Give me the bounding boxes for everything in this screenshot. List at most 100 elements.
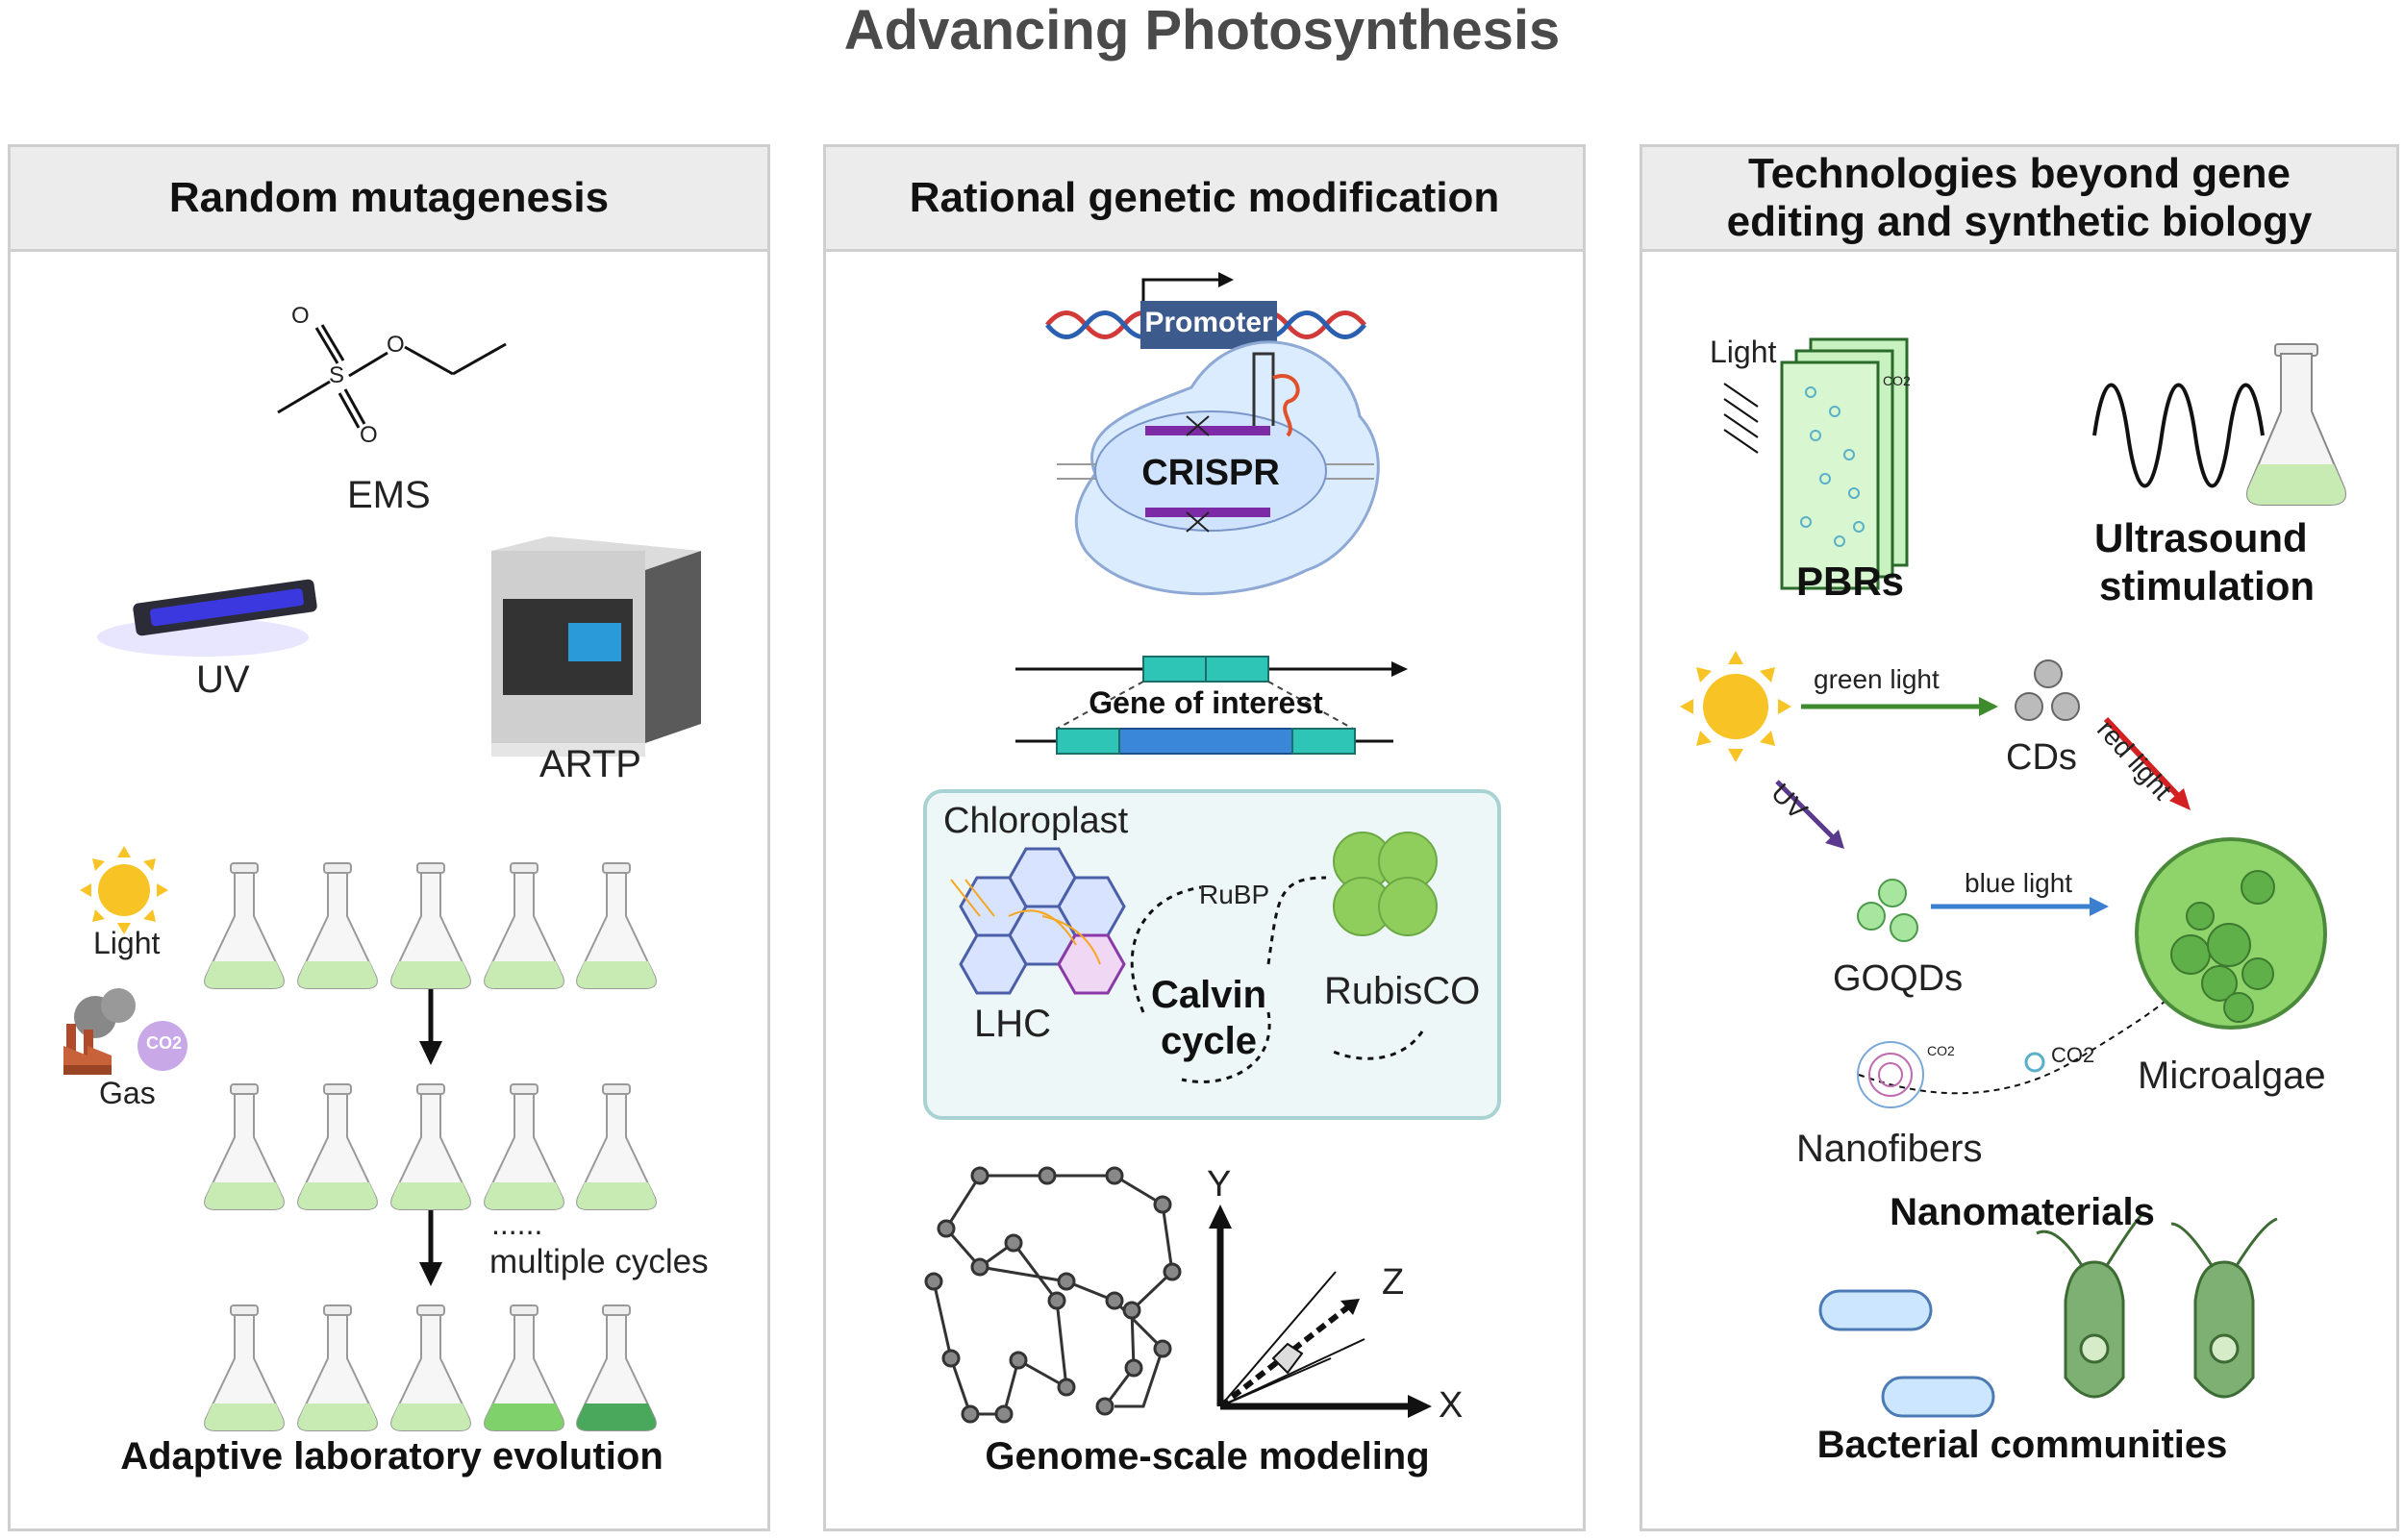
gene-of-interest-icon bbox=[1015, 656, 1408, 755]
flask-icon bbox=[484, 1083, 564, 1210]
ems-atom-o3: O bbox=[387, 332, 405, 358]
light-rays-icon bbox=[1723, 383, 1759, 454]
flask-icon bbox=[484, 1304, 564, 1431]
panel-heading: Random mutagenesis bbox=[11, 147, 767, 252]
gas-label: Gas bbox=[99, 1076, 156, 1110]
panel-footer: Bacterial communities bbox=[1816, 1424, 2228, 1466]
flask-icon bbox=[204, 1304, 285, 1431]
calvin-label: Calvin bbox=[1150, 974, 1267, 1016]
dots-label: ...... bbox=[491, 1206, 543, 1241]
calvin-cycle-arrows-icon bbox=[1130, 876, 1424, 1083]
flask-icon bbox=[204, 862, 285, 989]
flask-icon bbox=[390, 862, 471, 989]
ems-atom-o1: O bbox=[291, 303, 310, 329]
promoter-label: Promoter bbox=[1144, 307, 1273, 338]
goqds-icon bbox=[1857, 879, 1918, 942]
carbon-dots-icon bbox=[2015, 659, 2080, 721]
co2-label: CO2 bbox=[146, 1033, 183, 1053]
cycle-label: cycle bbox=[1160, 1020, 1258, 1062]
flask-icon bbox=[484, 862, 564, 989]
fiber-co2-label: CO2 bbox=[1927, 1043, 1955, 1058]
panel-heading: Rational genetic modification bbox=[826, 147, 1583, 252]
arrow-down-icon bbox=[419, 981, 442, 1286]
flask-grid bbox=[204, 862, 657, 1431]
red-light-arrow-icon bbox=[2103, 716, 2191, 810]
co2-bubble-icon bbox=[2024, 1052, 2045, 1073]
crispr-label: CRISPR bbox=[1141, 453, 1280, 493]
green-light-label: green light bbox=[1814, 664, 1940, 694]
panel-random-mutagenesis: Random mutagenesis bbox=[8, 144, 770, 1531]
axis-x-label: X bbox=[1439, 1385, 1464, 1426]
guide-rna-icon bbox=[1252, 352, 1275, 426]
ems-atom-s: S bbox=[329, 362, 345, 388]
rubisco-icon bbox=[1333, 832, 1438, 936]
nanomaterials-label: Nanomaterials bbox=[1890, 1191, 2155, 1233]
panel-footer: Genome-scale modeling bbox=[985, 1435, 1430, 1478]
pbrs-label: PBRs bbox=[1796, 559, 1905, 604]
artp-label: ARTP bbox=[539, 743, 641, 785]
flask-icon bbox=[204, 1083, 285, 1210]
cds-label: CDs bbox=[2006, 737, 2077, 778]
nanofiber-icon bbox=[1857, 1041, 1924, 1108]
flask-icon bbox=[297, 1083, 378, 1210]
ems-label: EMS bbox=[347, 474, 431, 516]
flask-icon bbox=[390, 1083, 471, 1210]
promoter-box bbox=[1140, 301, 1277, 349]
photon-arrows-icon bbox=[950, 879, 1101, 965]
flask-icon bbox=[297, 1304, 378, 1431]
flask-icon bbox=[390, 1304, 471, 1431]
chloroplast-label: Chloroplast bbox=[943, 801, 1129, 841]
flask-icon bbox=[576, 1304, 657, 1431]
blue-light-arrow-icon bbox=[1931, 897, 2109, 916]
green-algae-cell-icon bbox=[2064, 1260, 2255, 1399]
co2-arrow-icon bbox=[1858, 992, 2172, 1095]
panel-2-artwork bbox=[923, 272, 1501, 1424]
metabolic-network-icon bbox=[924, 1166, 1182, 1424]
cas9-icon bbox=[1094, 410, 1327, 532]
artp-machine-icon bbox=[491, 536, 701, 757]
ultrasound-wave-icon bbox=[2092, 383, 2265, 488]
flask-icon bbox=[576, 1083, 657, 1210]
goqds-label: GOQDs bbox=[1833, 958, 1964, 999]
promoter-arrow-icon bbox=[1141, 278, 1220, 303]
lhc-hexagon-icon bbox=[959, 847, 1126, 995]
nanofibers-label: Nanofibers bbox=[1796, 1128, 1983, 1170]
axis-z-label: Z bbox=[1382, 1262, 1405, 1303]
ems-molecule-icon bbox=[277, 324, 507, 429]
uv-label: UV bbox=[196, 658, 250, 701]
pbr-bubbles-icon bbox=[1800, 386, 1865, 547]
axis-y-label: Y bbox=[1207, 1164, 1232, 1205]
rubisco-label: RubisCO bbox=[1324, 970, 1481, 1012]
bacteria-icon bbox=[1818, 1289, 1995, 1418]
multiple-cycles-label: multiple cycles bbox=[489, 1243, 709, 1280]
blue-light-label: blue light bbox=[1965, 868, 2073, 898]
panel-rational-genetic-modification: Rational genetic modification bbox=[823, 144, 1586, 1531]
green-light-arrow-icon bbox=[1801, 697, 1998, 716]
artp-screen-text: ARTP bbox=[603, 772, 629, 782]
microalgae-icon bbox=[2135, 837, 2327, 1030]
sun-icon bbox=[80, 846, 168, 934]
flux-axes-icon bbox=[1209, 1205, 1432, 1418]
panel-technologies-beyond: Technologies beyond gene editing and syn… bbox=[1640, 144, 2399, 1531]
co2-bubble-icon bbox=[138, 1021, 188, 1071]
sun-icon bbox=[1680, 651, 1791, 762]
pbr-co2-label: CO2 bbox=[1883, 373, 1911, 388]
flask-icon bbox=[576, 862, 657, 989]
uv-arrow-icon bbox=[1775, 780, 1844, 849]
gene-of-interest-label: Gene of interest bbox=[1089, 685, 1323, 720]
microalgae-label: Microalgae bbox=[2138, 1055, 2326, 1097]
ultrasound-label-1: Ultrasound bbox=[2094, 515, 2308, 560]
panel-footer: Adaptive laboratory evolution bbox=[120, 1435, 664, 1478]
flask-icon bbox=[297, 862, 378, 989]
uv-lamp-icon bbox=[97, 579, 317, 657]
panel-1-artwork bbox=[63, 324, 701, 1431]
rubp-label: RuBP bbox=[1199, 880, 1270, 909]
lhc-label: LHC bbox=[974, 1003, 1052, 1045]
panel-3-artwork bbox=[1680, 337, 2346, 1418]
light-label: Light bbox=[93, 926, 161, 960]
flask-icon bbox=[2246, 343, 2346, 506]
factory-icon bbox=[63, 988, 136, 1075]
co2-label: CO2 bbox=[2051, 1043, 2095, 1067]
scissors-icon bbox=[1186, 415, 1210, 533]
light-label: Light bbox=[1710, 335, 1777, 369]
